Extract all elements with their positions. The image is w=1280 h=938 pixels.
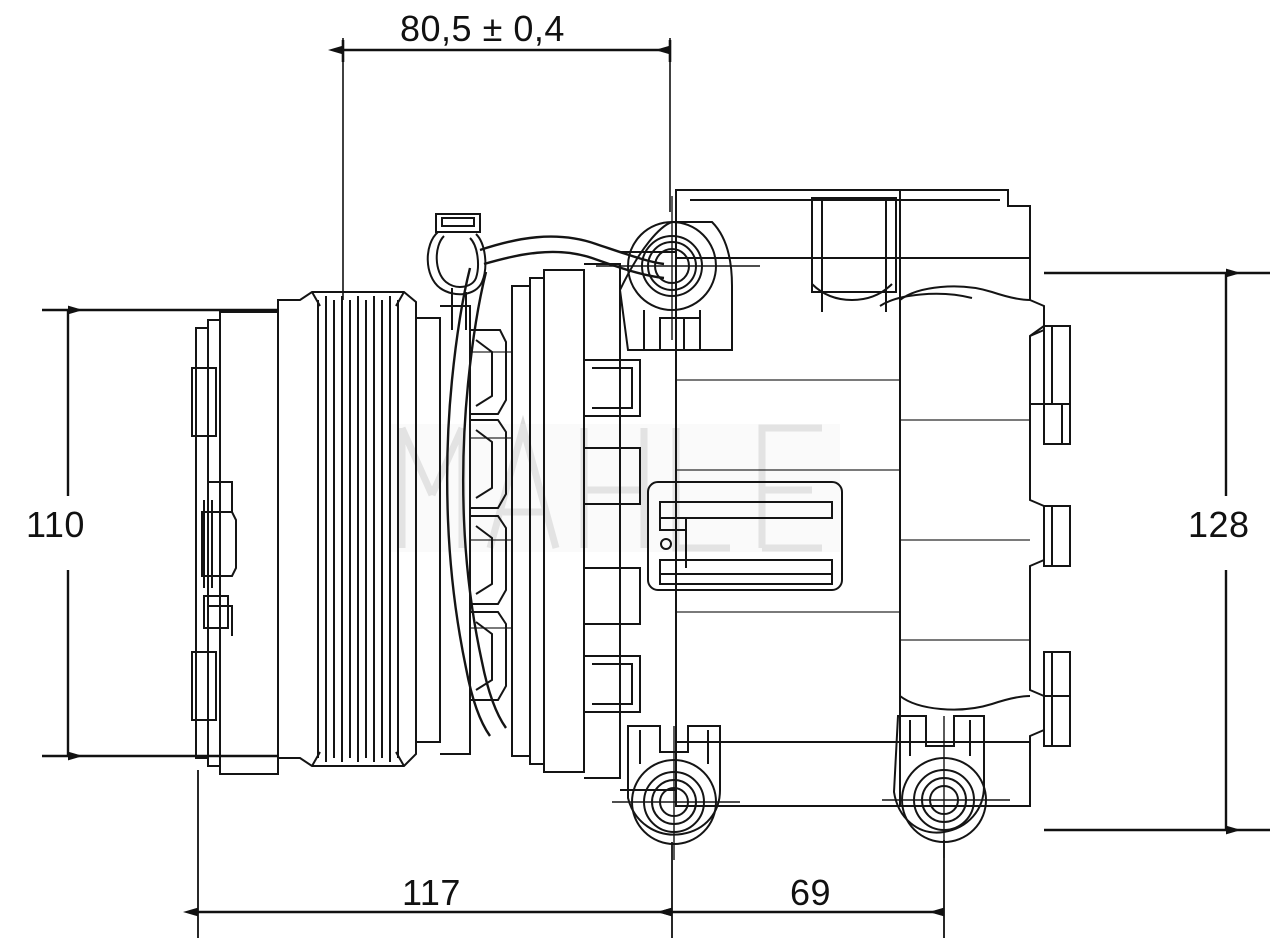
dimension-label-bottom-right-width: 69: [790, 872, 832, 913]
dimension-label-bottom-left-width: 117: [402, 872, 461, 913]
mahle-watermark: [390, 414, 840, 552]
dimension-label-top-width: 80,5 ± 0,4: [400, 8, 565, 49]
clutch-plate: [191, 311, 279, 775]
construction-lines: [470, 351, 1030, 641]
lower-mounting-boss-right: [882, 715, 1010, 858]
dimension-label-right-height: 128: [1188, 504, 1250, 545]
rear-flange-details: [1029, 325, 1071, 747]
dimension-top-width: [328, 38, 672, 300]
dimension-label-left-height: 110: [26, 504, 85, 545]
wiring-harness-clip: [426, 213, 487, 330]
dimension-bottom-left-width: [183, 770, 673, 938]
dimension-left-height: [42, 305, 278, 761]
ribbed-serpentine-pulley: [277, 291, 417, 767]
compressor-assembly: [191, 189, 1071, 860]
id-nameplate: [647, 481, 843, 591]
lower-mounting-boss-left: [612, 725, 740, 860]
top-service-port: [811, 197, 897, 312]
dimension-right-height: [1044, 268, 1270, 835]
dimension-bottom-right-width: [657, 840, 945, 938]
upper-mounting-boss: [596, 196, 760, 351]
